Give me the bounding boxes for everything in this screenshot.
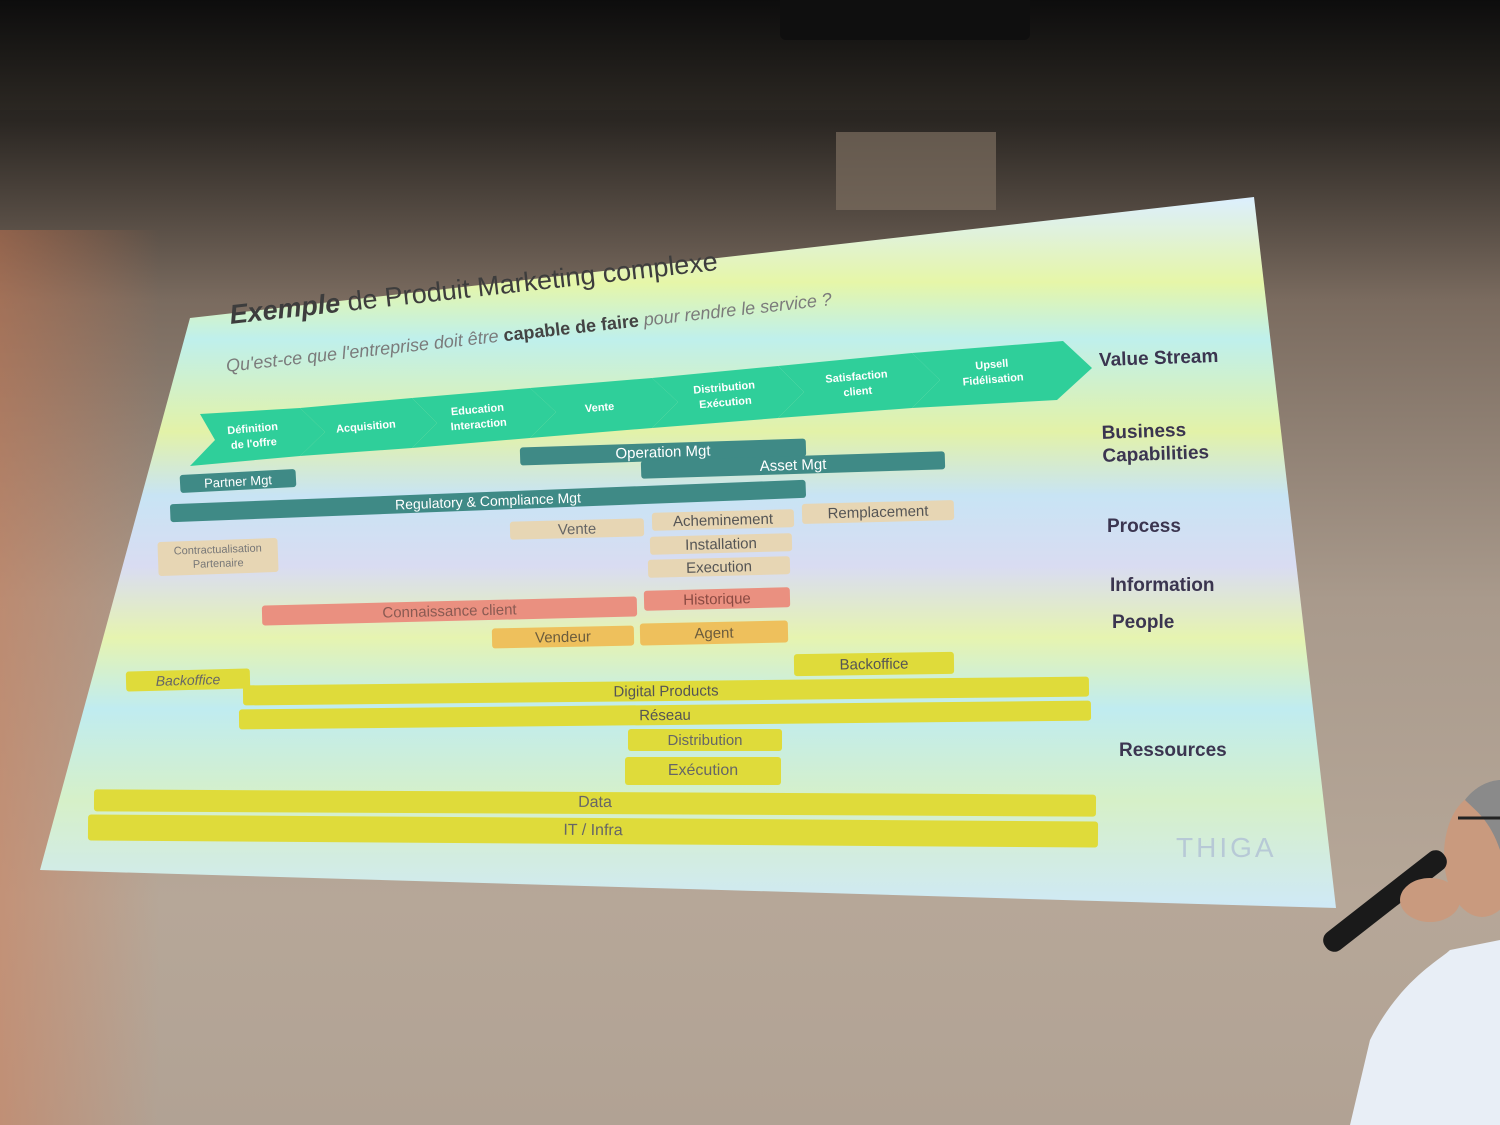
process-installation-box: Installation xyxy=(649,533,793,555)
execution-box: Exécution xyxy=(625,757,781,785)
agent-box: Agent xyxy=(639,620,789,646)
backoffice-right-box: Backoffice xyxy=(793,651,955,677)
chevron-label-upsell: Upsell Fidélisation xyxy=(961,355,1025,390)
layer-process: Process xyxy=(1107,516,1181,537)
process-execution-box: Execution xyxy=(647,556,791,578)
contractualisation-line: Contractualisation xyxy=(173,542,262,558)
layer-value-stream: Value Stream xyxy=(1098,345,1219,372)
layer-people: People xyxy=(1112,612,1175,633)
historique-bar: Historique xyxy=(643,587,791,611)
wall-speaker-box xyxy=(836,132,996,210)
vendeur-box: Vendeur xyxy=(491,625,635,649)
process-remplacement-box: Remplacement xyxy=(801,500,955,524)
ceiling xyxy=(0,0,1500,110)
chevron-label-education: Education Interaction xyxy=(449,401,508,436)
process-acheminement-box: Acheminement xyxy=(651,509,795,531)
chevron-label-definition: Définition de l'offre xyxy=(227,420,280,454)
backoffice-left-box: Backoffice xyxy=(125,668,251,692)
process-vente-box: Vente xyxy=(509,518,645,540)
process-contractualisation-box: Contractualisation Partenaire xyxy=(157,537,279,577)
layer-ressources: Ressources xyxy=(1119,740,1227,761)
layer-business: Business Capabilities xyxy=(1101,418,1209,468)
layer-information: Information xyxy=(1110,575,1215,596)
chevron-label-distribution: Distribution Exécution xyxy=(693,378,757,413)
presenter-person xyxy=(1323,780,1500,1125)
chevron-label-line: Vente xyxy=(584,400,615,416)
chevron-label-satisfaction: Satisfaction client xyxy=(825,367,890,402)
ceiling-fixture xyxy=(780,0,1030,40)
microphone-icon xyxy=(1323,850,1447,952)
distribution-box: Distribution xyxy=(628,729,782,751)
brand-logo: THIGA xyxy=(1176,832,1277,863)
layer-business-line: Capabilities xyxy=(1102,442,1210,467)
contractualisation-line: Partenaire xyxy=(192,557,244,571)
chevron-label-vente: Vente xyxy=(584,400,615,418)
